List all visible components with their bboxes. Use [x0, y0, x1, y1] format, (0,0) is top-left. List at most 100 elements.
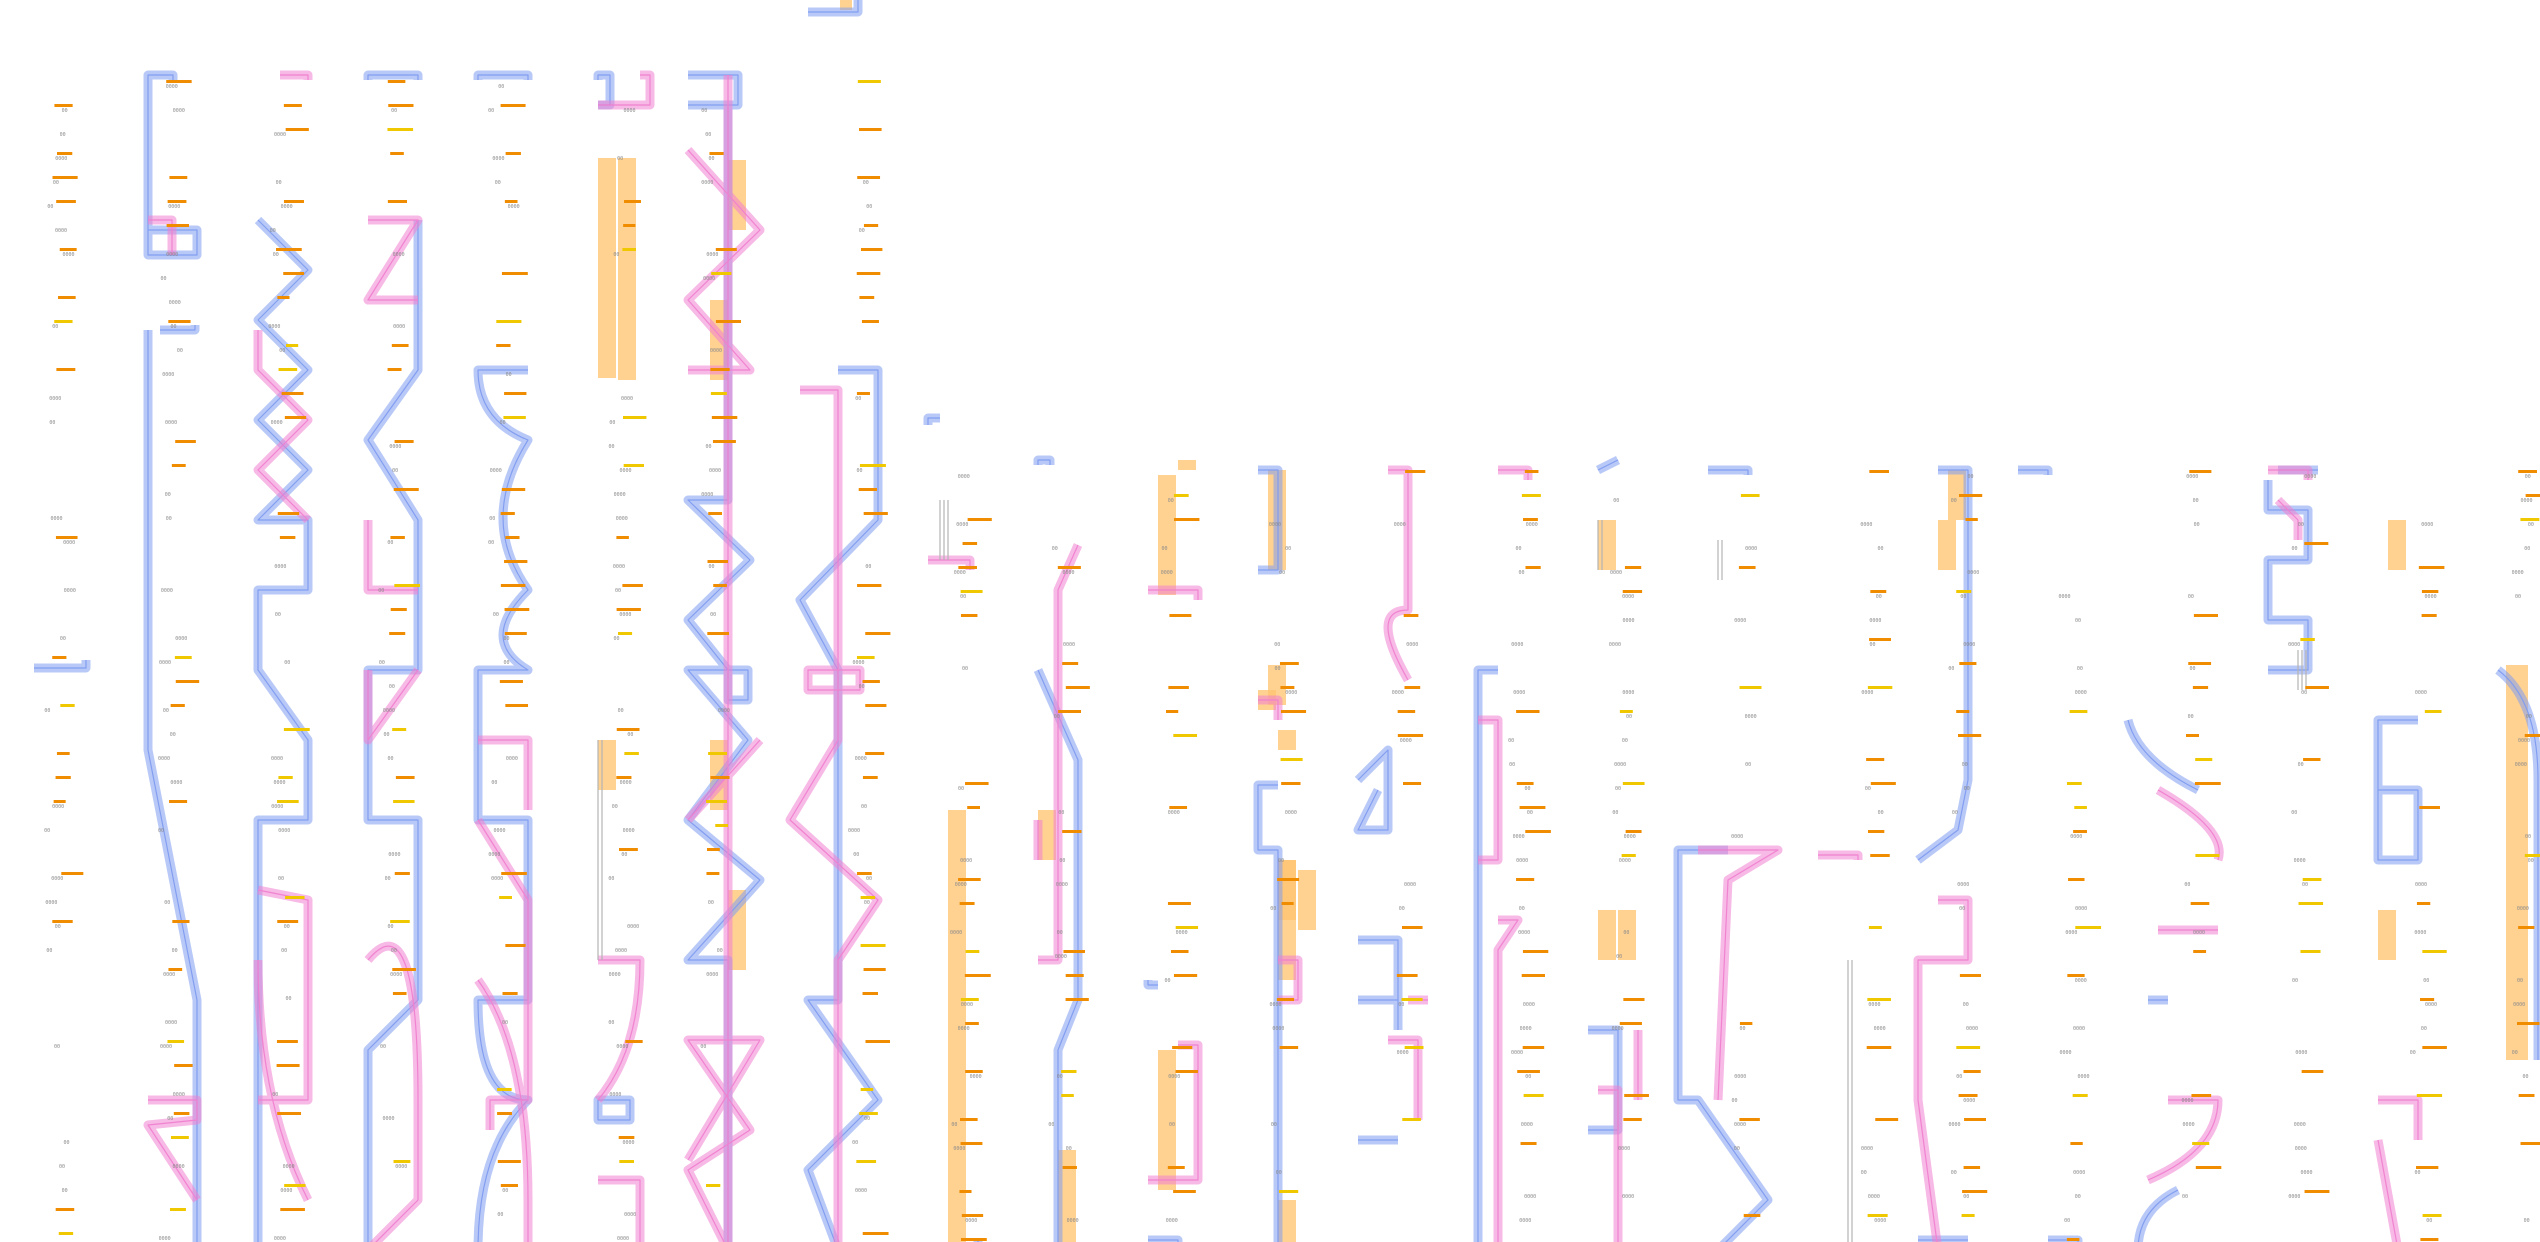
strand-label: 00 [63, 1140, 69, 1146]
marker-tick [859, 1112, 878, 1115]
strand-label: 00 [962, 666, 968, 672]
marker-tick [1173, 494, 1189, 497]
strand-c16-blue [1673, 465, 1773, 1242]
strand-label: 0000 [2517, 906, 2529, 912]
strand-label: 0000 [49, 396, 61, 402]
marker-tick [279, 536, 296, 539]
strand-label: 0000 [1624, 834, 1636, 840]
strand-label: 00 [1734, 1146, 1740, 1152]
marker-tick [499, 896, 512, 899]
marker-tick [860, 896, 876, 899]
marker-tick [2422, 1214, 2442, 1217]
strand-label: 0000 [173, 1164, 185, 1170]
strand-label: 0000 [623, 1140, 635, 1146]
marker-tick [173, 1112, 190, 1115]
strand-label: 00 [1861, 1170, 1867, 1176]
strand-label: 0000 [1511, 1050, 1523, 1056]
marker-tick [167, 1040, 185, 1043]
strand-c22-blue-outline [2377, 719, 2419, 861]
strand-label: 00 [700, 1044, 706, 1050]
strand-label: 0000 [488, 852, 500, 858]
marker-tick [1062, 1166, 1077, 1169]
strand-label: 0000 [706, 252, 718, 258]
strand-label: 0000 [1067, 1218, 1079, 1224]
strand-label: 0000 [2304, 474, 2316, 480]
marker-tick [1956, 590, 1972, 593]
strand-label: 0000 [390, 972, 402, 978]
marker-tick [2067, 974, 2085, 977]
marker-tick [285, 128, 309, 131]
helix-block [1178, 460, 1196, 470]
strand-c20-blue [2123, 718, 2201, 1242]
marker-tick [2420, 1238, 2439, 1241]
marker-tick [1404, 1046, 1424, 1049]
marker-tick [1405, 470, 1426, 473]
strand-label: 00 [2298, 522, 2304, 528]
marker-tick [625, 1040, 643, 1043]
strand-label: 00 [2064, 1218, 2070, 1224]
marker-tick [2189, 470, 2212, 473]
marker-tick [1523, 518, 1538, 521]
marker-tick [283, 104, 302, 107]
strand-label: 00 [708, 900, 714, 906]
strand-label: 0000 [1861, 1146, 1873, 1152]
strand-label: 00 [1274, 642, 1280, 648]
strand-label: 00 [1622, 738, 1628, 744]
marker-tick [1875, 1118, 1899, 1121]
marker-tick [2066, 782, 2082, 785]
strand-label: 00 [489, 516, 495, 522]
marker-tick [169, 1208, 186, 1211]
strand-label: 0000 [2065, 930, 2077, 936]
strand-label: 00 [853, 852, 859, 858]
strand-label: 0000 [64, 588, 76, 594]
marker-tick [960, 590, 983, 593]
strand-label: 0000 [2073, 1170, 2085, 1176]
marker-tick [497, 1088, 512, 1091]
strand-label: 00 [60, 132, 66, 138]
strand-label: 0000 [1516, 858, 1528, 864]
strand-label: 0000 [703, 276, 715, 282]
strand-label: 00 [1399, 906, 1405, 912]
strand-label: 0000 [710, 348, 722, 354]
strand-label: 0000 [2300, 1170, 2312, 1176]
marker-tick [856, 272, 881, 275]
strand-label: 00 [281, 948, 287, 954]
strand-label: 0000 [2070, 834, 2082, 840]
strand-label: 00 [498, 84, 504, 90]
strand-label: 0000 [2521, 498, 2533, 504]
strand-label: 0000 [1614, 762, 1626, 768]
marker-tick [706, 872, 720, 875]
strand-label: 0000 [1269, 522, 1281, 528]
strand-label: 00 [2193, 498, 2199, 504]
strand-label: 00 [608, 444, 614, 450]
marker-tick [2420, 998, 2435, 1001]
strand-label: 00 [855, 396, 861, 402]
marker-tick [1524, 470, 1539, 473]
marker-tick [283, 200, 304, 203]
marker-tick [960, 1238, 987, 1241]
strand-label: 0000 [1869, 618, 1881, 624]
strand-label: 00 [2302, 882, 2308, 888]
marker-tick [616, 608, 641, 611]
marker-tick [863, 968, 886, 971]
strand-label: 00 [388, 924, 394, 930]
marker-tick [285, 896, 305, 899]
strand-label: 00 [859, 228, 865, 234]
marker-tick [55, 1208, 75, 1211]
marker-tick [1167, 902, 1191, 905]
marker-tick [960, 998, 979, 1001]
helix-block [1948, 470, 1966, 520]
strand-c13-blue [1353, 745, 1403, 1145]
marker-tick [2300, 950, 2321, 953]
strand-label: 00 [1878, 810, 1884, 816]
strand-label: 00 [612, 804, 618, 810]
strand-label: 0000 [1519, 1218, 1531, 1224]
strand-label: 0000 [970, 1074, 982, 1080]
strand-label: 0000 [1622, 618, 1634, 624]
strand-label: 00 [493, 612, 499, 618]
marker-tick [55, 776, 71, 779]
strand-c6-pink-outline [597, 74, 651, 1242]
strand-label: 00 [165, 492, 171, 498]
strand-label: 00 [1963, 1002, 1969, 1008]
marker-tick [863, 224, 879, 227]
